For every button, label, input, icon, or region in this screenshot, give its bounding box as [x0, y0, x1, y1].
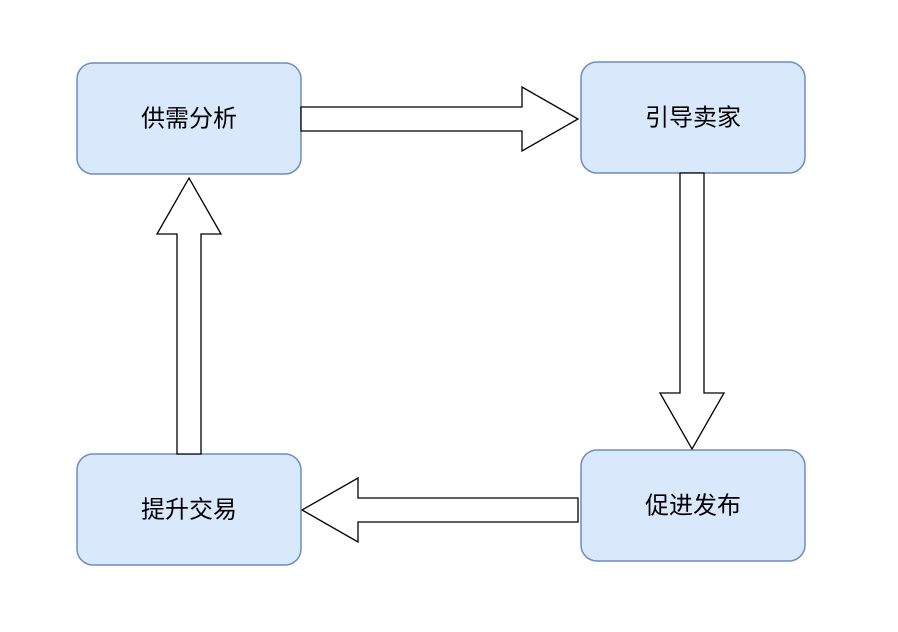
node-improve-transactions: 提升交易	[76, 453, 302, 566]
node-promote-listing: 促进发布	[580, 449, 806, 562]
node-supply-demand-analysis: 供需分析	[76, 62, 302, 175]
arrow-down	[658, 172, 726, 451]
node-label-improve-transactions: 提升交易	[141, 496, 237, 524]
node-guide-sellers: 引导卖家	[580, 61, 806, 174]
node-label-supply-demand-analysis: 供需分析	[141, 105, 237, 133]
arrow-left	[300, 476, 579, 544]
node-label-guide-sellers: 引导卖家	[645, 104, 741, 132]
arrow-right	[300, 85, 580, 153]
node-label-promote-listing: 促进发布	[645, 492, 741, 520]
arrow-up	[155, 176, 223, 455]
node-box	[580, 449, 806, 562]
